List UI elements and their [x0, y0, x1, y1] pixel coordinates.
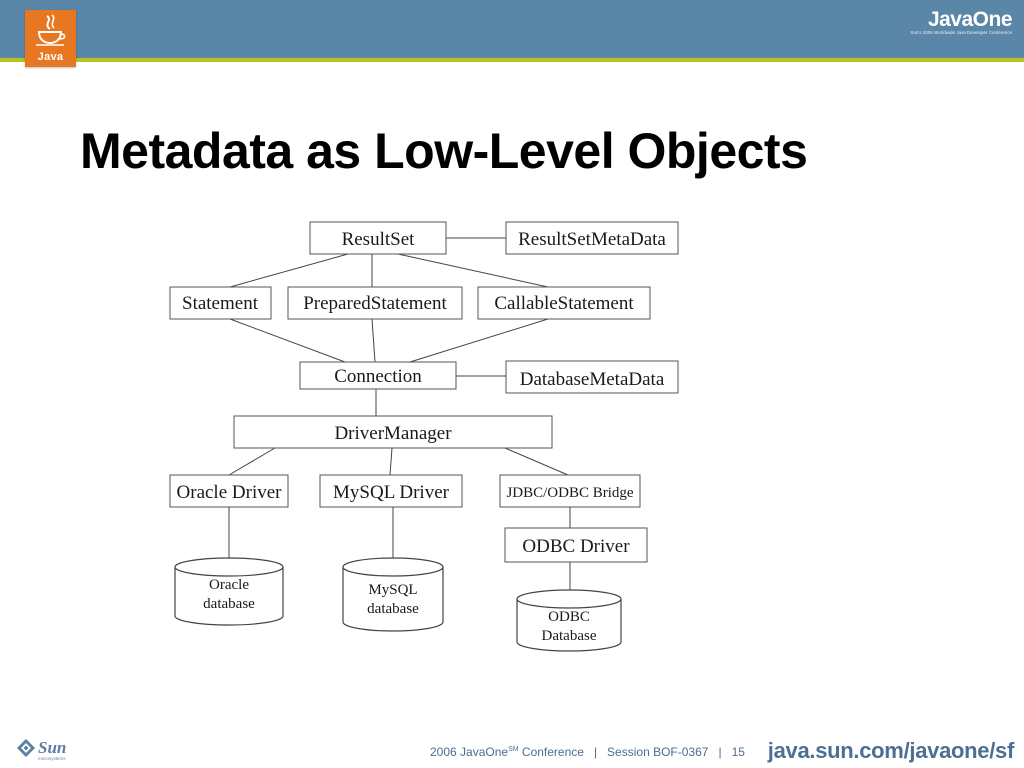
- javaone-brand-tagline: Sun's 2006 Worldwide Java Developer Conf…: [910, 30, 1012, 35]
- oracle-database-label-line2: database: [203, 596, 255, 612]
- mysql-database-icon: MySQL database: [342, 557, 444, 632]
- node-drivermanager: DriverManager: [233, 415, 553, 449]
- slide-title: Metadata as Low-Level Objects: [80, 123, 808, 179]
- node-mysql-driver-label: MySQL Driver: [333, 482, 450, 503]
- node-callablestatement-label: CallableStatement: [494, 293, 634, 314]
- node-odbc-driver: ODBC Driver: [504, 527, 648, 563]
- mysql-database-label-line2: database: [367, 601, 419, 617]
- node-jdbc-odbc-bridge: JDBC/ODBC Bridge: [499, 474, 641, 508]
- node-oracle-driver: Oracle Driver: [169, 474, 289, 508]
- sun-logo-text: Sun: [38, 738, 67, 757]
- odbc-database-icon: ODBC Database: [516, 589, 622, 652]
- sun-diamond-icon: [17, 739, 35, 757]
- odbc-database-label-line1: ODBC: [548, 609, 590, 625]
- edge-callablestatement-connection: [409, 318, 549, 363]
- header-bar: [0, 0, 1024, 58]
- node-jdbc-odbc-bridge-label: JDBC/ODBC Bridge: [506, 485, 633, 501]
- edge-statement-connection: [229, 318, 346, 363]
- edge-preparedstatement-connection: [371, 318, 376, 363]
- node-preparedstatement-label: PreparedStatement: [303, 293, 447, 314]
- footer-conference-prefix: 2006 JavaOne: [430, 745, 509, 759]
- edge-resultset-statement: [229, 253, 349, 288]
- footer-url: java.sun.com/javaone/sf: [767, 738, 1015, 763]
- header-accent-line: [0, 58, 1024, 62]
- footer-service-mark: SM: [508, 746, 519, 753]
- node-oracle-driver-label: Oracle Driver: [177, 482, 283, 503]
- mysql-database-label-line1: MySQL: [368, 582, 417, 598]
- oracle-database-icon: Oracle database: [174, 557, 284, 626]
- node-databasemetadata-label: DatabaseMetaData: [520, 369, 665, 390]
- edge-drivermanager-jdbc-odbc-bridge: [504, 447, 569, 476]
- node-mysql-driver: MySQL Driver: [319, 474, 463, 508]
- java-cup-icon: [36, 14, 66, 46]
- edge-resultset-callablestatement: [397, 253, 549, 288]
- node-drivermanager-label: DriverManager: [334, 423, 452, 444]
- edge-drivermanager-mysql-driver: [389, 447, 393, 476]
- node-resultset-label: ResultSet: [342, 229, 416, 250]
- javaone-brand-name: JavaOne: [927, 8, 1013, 31]
- node-statement: Statement: [169, 286, 272, 320]
- node-databasemetadata: DatabaseMetaData: [505, 360, 679, 394]
- sun-logo-subtext: microsystems: [38, 756, 66, 761]
- odbc-database-label-line2: Database: [542, 628, 597, 644]
- node-statement-label: Statement: [182, 293, 259, 314]
- node-resultset: ResultSet: [309, 221, 447, 255]
- node-resultsetmetadata-label: ResultSetMetaData: [518, 229, 666, 250]
- java-logo-text: Java: [37, 51, 64, 63]
- oracle-database-label-line1: Oracle: [209, 577, 249, 593]
- sun-logo: Sun microsystems: [16, 738, 67, 761]
- node-connection: Connection: [299, 361, 457, 390]
- footer-conference-suffix: Conference | Session BOF-0367 | 15: [518, 745, 745, 759]
- node-resultsetmetadata: ResultSetMetaData: [505, 221, 679, 255]
- node-odbc-driver-label: ODBC Driver: [522, 536, 630, 557]
- javaone-brand: JavaOne Sun's 2006 Worldwide Java Develo…: [910, 8, 1012, 35]
- node-callablestatement: CallableStatement: [477, 286, 651, 320]
- node-preparedstatement: PreparedStatement: [287, 286, 463, 320]
- edge-drivermanager-oracle-driver: [228, 447, 276, 476]
- java-logo: Java: [25, 10, 76, 67]
- footer-conference-info: 2006 JavaOneSM Conference | Session BOF-…: [430, 745, 745, 759]
- node-connection-label: Connection: [334, 366, 422, 387]
